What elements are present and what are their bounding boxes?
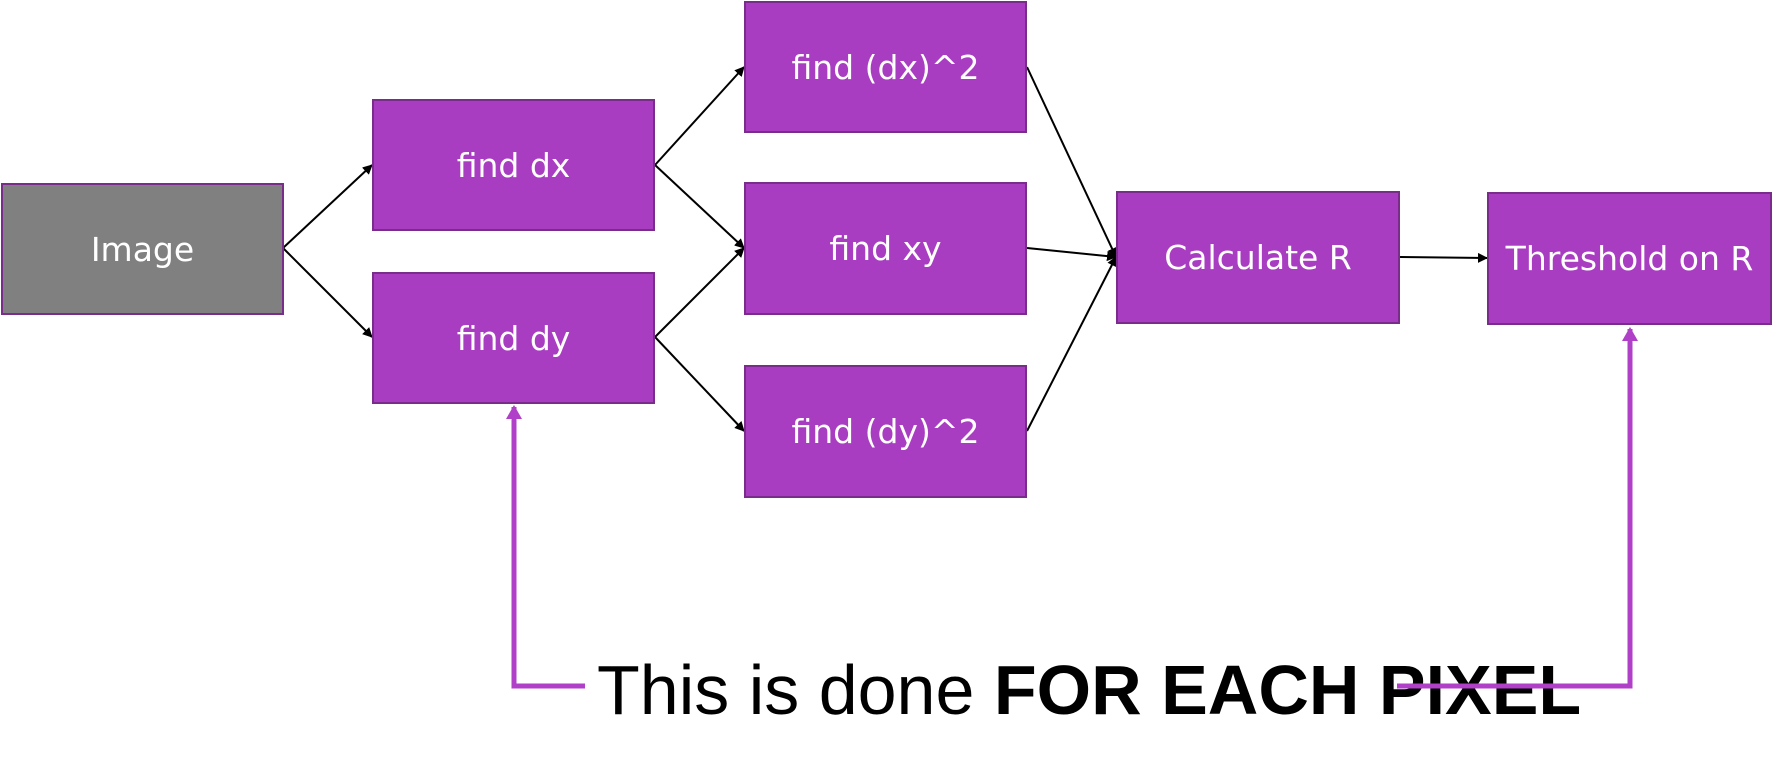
edge-dx-to-dx2	[654, 66, 745, 166]
node-find-xy: find xy	[744, 182, 1027, 315]
node-threshold-on-r: Threshold on R	[1487, 192, 1772, 325]
node-image: Image	[1, 183, 284, 315]
node-find-dx-squared-label: find (dx)^2	[791, 47, 980, 87]
node-calculate-r: Calculate R	[1116, 191, 1400, 324]
caption-bold-text: FOR EACH PIXEL	[993, 651, 1582, 729]
edge-dy-to-dy2	[654, 336, 745, 432]
caption: This is done FOR EACH PIXEL	[597, 650, 1581, 730]
node-image-label: Image	[90, 229, 195, 269]
edge-dx-to-xy	[654, 164, 745, 249]
node-calculate-r-label: Calculate R	[1164, 238, 1352, 277]
caption-normal-text: This is done	[597, 651, 994, 729]
edge-dx2-to-r	[1026, 66, 1117, 258]
node-find-dy-squared: find (dy)^2	[744, 365, 1027, 498]
node-threshold-on-r-label: Threshold on R	[1505, 239, 1754, 278]
node-find-dx-label: find dx	[456, 145, 571, 185]
node-find-xy-label: find xy	[829, 229, 942, 268]
node-find-dy-label: find dy	[456, 318, 571, 358]
edge-image-to-dx	[282, 164, 373, 249]
node-find-dx: find dx	[372, 99, 655, 231]
edge-xy-to-r	[1026, 247, 1117, 262]
node-find-dy-squared-label: find (dy)^2	[791, 412, 980, 451]
node-find-dx-squared: find (dx)^2	[744, 1, 1027, 133]
edge-dy2-to-r	[1026, 256, 1117, 432]
edge-r-to-threshold	[1399, 252, 1488, 263]
edge-image-to-dy	[282, 247, 373, 338]
node-find-dy: find dy	[372, 272, 655, 404]
edge-dy-to-xy	[654, 247, 745, 338]
